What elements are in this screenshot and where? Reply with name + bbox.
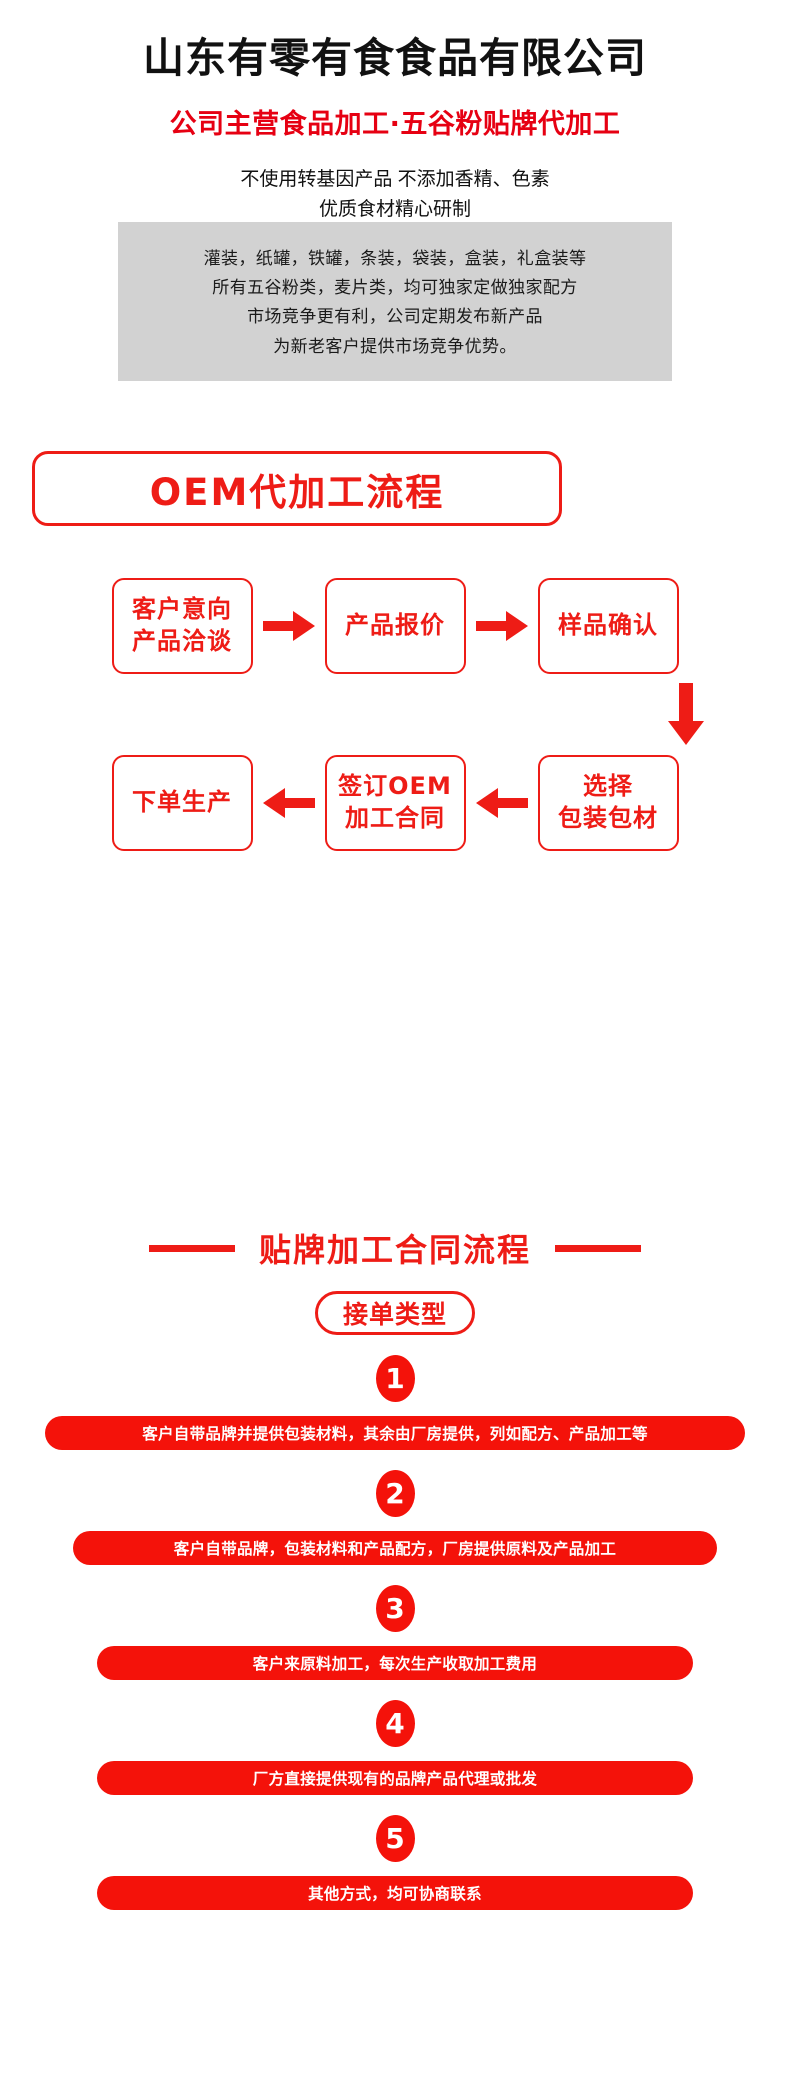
flow-step-customer-intent[interactable]: 客户意向 产品洽谈 (111, 578, 253, 674)
flow-step-label-line1: 样品确认 (558, 611, 658, 640)
order-type-number-3: 3 (375, 1585, 415, 1632)
contract-section-title: 贴牌加工合同流程 (0, 1225, 790, 1271)
order-type-number-2: 2 (375, 1470, 415, 1517)
order-type-bar-3[interactable]: 客户来原料加工，每次生产收取加工费用 (97, 1646, 693, 1680)
title-dash-right-icon (555, 1244, 641, 1252)
capabilities-line-1: 灌装，纸罐，铁罐，条装，袋装，盒装，礼盒装等 (203, 249, 587, 268)
order-type-bar-4[interactable]: 厂方直接提供现有的品牌产品代理或批发 (97, 1761, 693, 1795)
description-line-2: 优质食材精心研制 (318, 198, 471, 220)
capabilities-panel: 灌装，纸罐，铁罐，条装，袋装，盒装，礼盒装等 所有五谷粉类，麦片类，均可独家定做… (118, 222, 672, 381)
order-type-bar-label: 客户自带品牌并提供包装材料，其余由厂房提供，列如配方、产品加工等 (142, 1426, 648, 1443)
order-type-bar-label: 客户来原料加工，每次生产收取加工费用 (252, 1656, 538, 1673)
order-type-pill-label: 接单类型 (342, 1300, 447, 1329)
flow-step-label-line1: 下单生产 (132, 788, 232, 817)
oem-process-banner-label: OEM代加工流程 (149, 470, 445, 514)
order-type-bar-2[interactable]: 客户自带品牌，包装材料和产品配方，厂房提供原料及产品加工 (73, 1531, 717, 1565)
order-type-number-4: 4 (375, 1700, 415, 1747)
flow-step-sign-oem-contract[interactable]: 签订OEM 加工合同 (324, 755, 466, 851)
flow-step-label-line1: 签订OEM (338, 772, 452, 801)
order-type-bar-label: 其他方式，均可协商联系 (308, 1886, 482, 1903)
flow-row-1: 客户意向 产品洽谈 产品报价 样品确认 (0, 578, 790, 674)
flow-row-2: 下单生产 签订OEM 加工合同 选择 (0, 755, 790, 851)
contract-section-title-label: 贴牌加工合同流程 (258, 1231, 531, 1269)
number-badge-label: 2 (385, 1477, 405, 1510)
flow-step-choose-packaging[interactable]: 选择 包装包材 (537, 755, 679, 851)
flow-step-product-quote[interactable]: 产品报价 (324, 578, 466, 674)
order-type-number-1: 1 (375, 1355, 415, 1402)
flow-step-label-line1: 选择 (583, 772, 633, 801)
number-badge-label: 5 (385, 1822, 405, 1855)
arrow-right-icon-2 (466, 609, 538, 643)
flow-step-label-line2: 包装包材 (558, 804, 658, 832)
company-subtitle: 公司主营食品加工·五谷粉贴牌代加工 (169, 109, 621, 141)
arrow-left-icon-2 (466, 786, 538, 820)
flow-step-label-line2: 产品洽谈 (132, 627, 232, 655)
title-dash-left-icon (148, 1244, 235, 1252)
flow-step-place-order[interactable]: 下单生产 (111, 755, 253, 851)
number-badge-label: 3 (385, 1592, 405, 1625)
order-type-pill: 接单类型 (315, 1291, 475, 1335)
arrow-right-icon-1 (253, 609, 325, 643)
flow-step-label-line1: 产品报价 (345, 611, 445, 640)
company-description: 不使用转基因产品 不添加香精、色素 优质食材精心研制 (0, 166, 790, 224)
capabilities-line-4: 为新老客户提供市场竞争优势。 (273, 336, 517, 356)
flow-step-label-line1: 客户意向 (132, 595, 232, 624)
order-type-number-5: 5 (375, 1815, 415, 1862)
order-type-bar-5[interactable]: 其他方式，均可协商联系 (97, 1876, 693, 1910)
flow-step-label-line2: 加工合同 (345, 804, 445, 832)
arrow-left-icon-1 (253, 786, 325, 820)
flow-step-sample-confirm[interactable]: 样品确认 (537, 578, 679, 674)
order-type-bar-label: 厂方直接提供现有的品牌产品代理或批发 (252, 1771, 538, 1788)
capabilities-line-2: 所有五谷粉类，麦片类，均可独家定做独家配方 (212, 278, 578, 298)
number-badge-label: 4 (385, 1707, 405, 1740)
oem-process-banner: OEM代加工流程 (32, 451, 562, 526)
number-badge-label: 1 (385, 1362, 405, 1395)
arrow-down-icon (0, 683, 790, 745)
capabilities-line-3: 市场竞争更有利，公司定期发布新产品 (247, 307, 543, 327)
order-type-bar-1[interactable]: 客户自带品牌并提供包装材料，其余由厂房提供，列如配方、产品加工等 (45, 1416, 745, 1450)
contract-process-section: 贴牌加工合同流程 接单类型 1 客户自带品牌并提供包装材料，其余由厂房提供，列如… (0, 1225, 790, 1910)
description-line-1: 不使用转基因产品 不添加香精、色素 (240, 169, 550, 191)
company-title: 山东有零有食食品有限公司 (143, 34, 647, 82)
order-type-bar-label: 客户自带品牌，包装材料和产品配方，厂房提供原料及产品加工 (173, 1541, 617, 1558)
oem-flow-diagram: 客户意向 产品洽谈 产品报价 样品确认 (0, 578, 790, 851)
